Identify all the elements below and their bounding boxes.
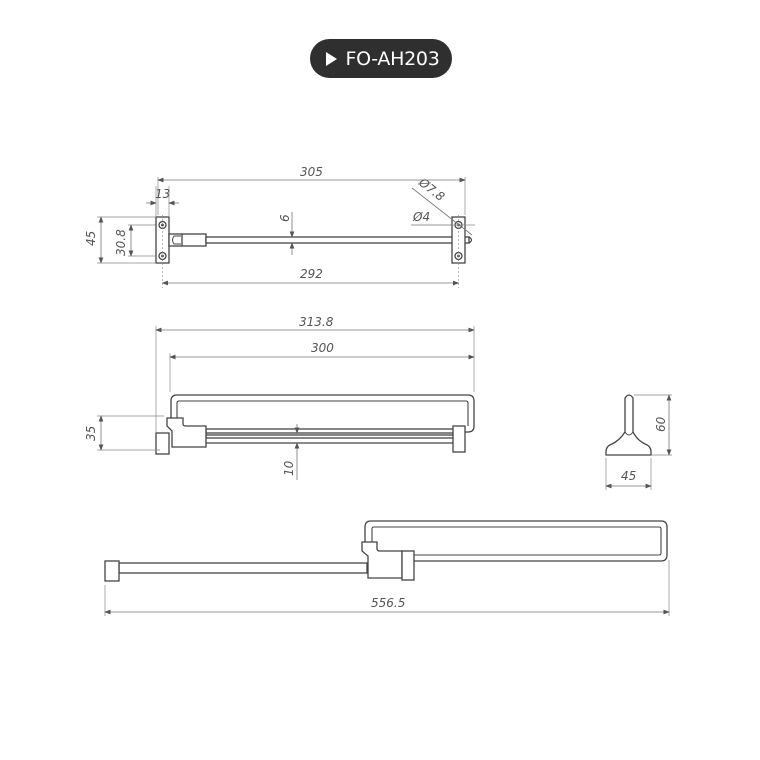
model-label: FO-AH203	[345, 47, 440, 70]
dim-rail-thickness: 10	[282, 460, 296, 476]
dim-bracket-width: 13	[155, 187, 170, 201]
play-triangle-icon	[326, 51, 338, 66]
dim-base-width: 45	[621, 469, 636, 483]
model-badge: FO-AH203	[310, 39, 452, 78]
dim-inner-hole-diameter: Ø4	[412, 210, 430, 224]
front-view: 313.8 300 35 10	[84, 315, 475, 480]
dim-rod-diameter: 6	[278, 214, 292, 222]
dim-hole-spacing: 30.8	[114, 229, 128, 256]
dim-hanger-length: 300	[311, 341, 334, 355]
dim-outer-hole-diameter: Ø7.8	[415, 175, 447, 204]
dim-overall-width: 305	[300, 165, 323, 179]
dim-extended-length: 556.5	[371, 596, 405, 610]
top-view: 305 13 45 30.8 6	[84, 165, 475, 288]
dim-side-height: 60	[654, 416, 668, 432]
dim-overall-length: 313.8	[299, 315, 334, 329]
side-view: 60 45	[605, 394, 672, 490]
extended-view: 556.5	[104, 520, 670, 616]
dim-rod-length: 292	[300, 267, 323, 281]
dim-bracket-height: 45	[84, 231, 98, 246]
dim-height: 35	[84, 426, 98, 441]
